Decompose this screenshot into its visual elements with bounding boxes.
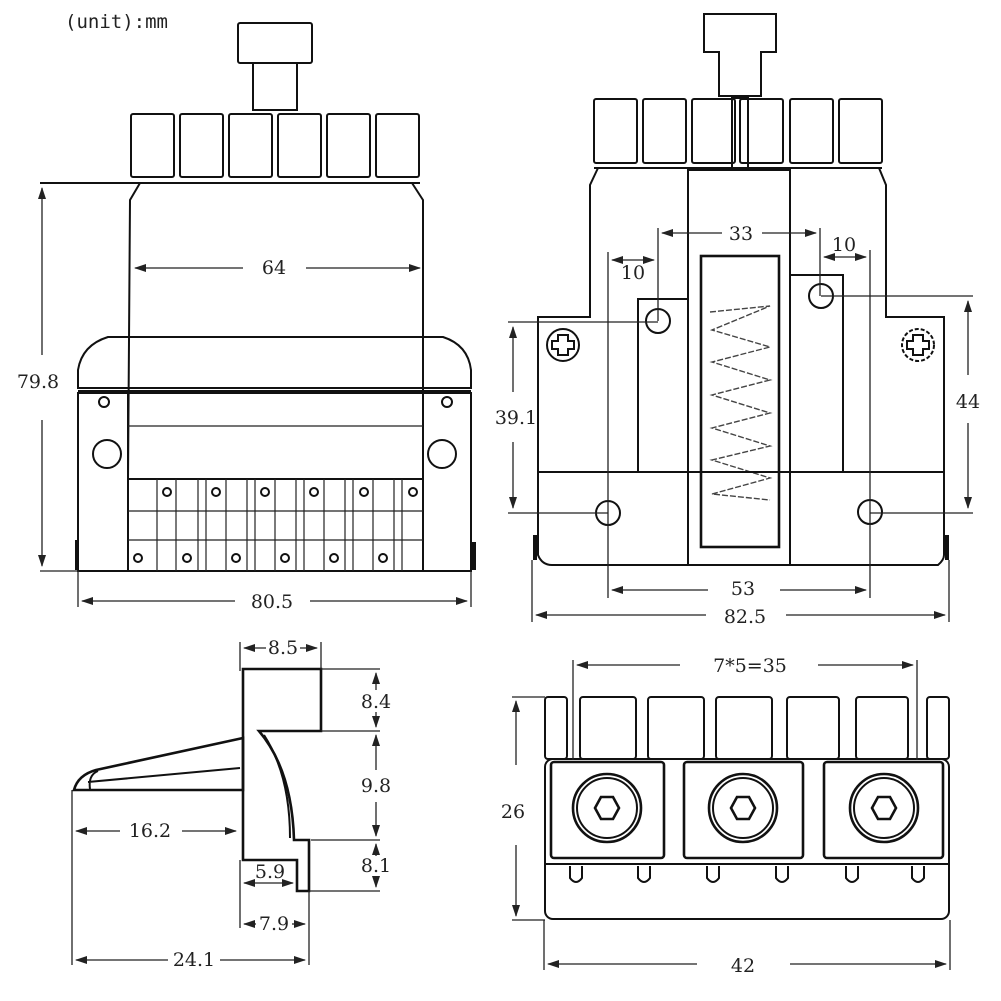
- dim-side-top-height: 8.4: [361, 691, 391, 713]
- saddle-view: 7*5=35 26 42: [501, 655, 951, 977]
- dim-side-total-length: 24.1: [173, 949, 215, 971]
- front-body-outline: [127, 182, 424, 481]
- side-arm: [72, 736, 245, 792]
- screw-plus-icon: [901, 328, 935, 362]
- dim-rear-lower-hole-span: 53: [731, 578, 755, 600]
- knob-stem: [252, 62, 298, 111]
- string-slots: [569, 866, 925, 883]
- dim-saddle-spacing: 7*5=35: [713, 655, 787, 677]
- spring-housing: [699, 254, 781, 549]
- rear-right-block: [789, 274, 844, 473]
- hex-screw-icon: [707, 772, 779, 844]
- unit-label: (unit):mm: [65, 11, 168, 33]
- front-top-plate: [77, 336, 472, 389]
- dim-side-bottom-height: 8.1: [361, 855, 391, 877]
- front-saddle-screws: [133, 487, 418, 563]
- side-view: 8.5 8.4 9.8 8.1 16.2 5.9 7.9 24.1: [71, 637, 391, 971]
- mount-hole-left: [92, 439, 122, 469]
- front-saddle-blocks: [128, 479, 423, 571]
- dim-rear-right-offset: 10: [832, 234, 856, 256]
- rear-saddles: [593, 98, 883, 164]
- dim-saddle-width: 42: [731, 955, 755, 977]
- dim-rear-left-offset: 10: [621, 262, 645, 284]
- dim-rear-hole-span: 33: [729, 223, 753, 245]
- dim-rear-right-height: 44: [956, 391, 980, 413]
- mount-hole-right: [427, 439, 457, 469]
- dim-rear-width: 82.5: [724, 606, 766, 628]
- side-profile-outline: [241, 667, 323, 893]
- dim-side-step-width: 5.9: [255, 861, 285, 883]
- rear-left-block: [637, 298, 689, 473]
- dim-side-arm-length: 16.2: [129, 820, 171, 842]
- dim-rear-left-height: 39.1: [495, 407, 537, 429]
- knob-cap: [237, 22, 313, 64]
- screw-plus-icon: [546, 328, 580, 362]
- dim-front-width: 80.5: [251, 591, 293, 613]
- rear-knob: [703, 13, 777, 97]
- dim-front-height: 79.8: [17, 371, 59, 393]
- saddle-body: [544, 758, 950, 920]
- saddle-tops: [544, 696, 950, 760]
- dim-front-inner-width: 64: [262, 257, 286, 279]
- front-view: 64 79.8 80.5: [17, 22, 476, 613]
- dim-side-top-width: 8.5: [268, 637, 298, 659]
- dim-saddle-height: 26: [501, 801, 525, 823]
- hex-screw-icon: [848, 772, 920, 844]
- spring-icon: [709, 305, 773, 501]
- dim-side-mid-height: 9.8: [361, 775, 391, 797]
- front-saddles: [130, 113, 420, 178]
- hex-screw-icon: [571, 772, 643, 844]
- rear-view: 33 10 10 39.1 44 53 82.5: [495, 13, 980, 628]
- dim-side-base-width: 7.9: [259, 913, 289, 935]
